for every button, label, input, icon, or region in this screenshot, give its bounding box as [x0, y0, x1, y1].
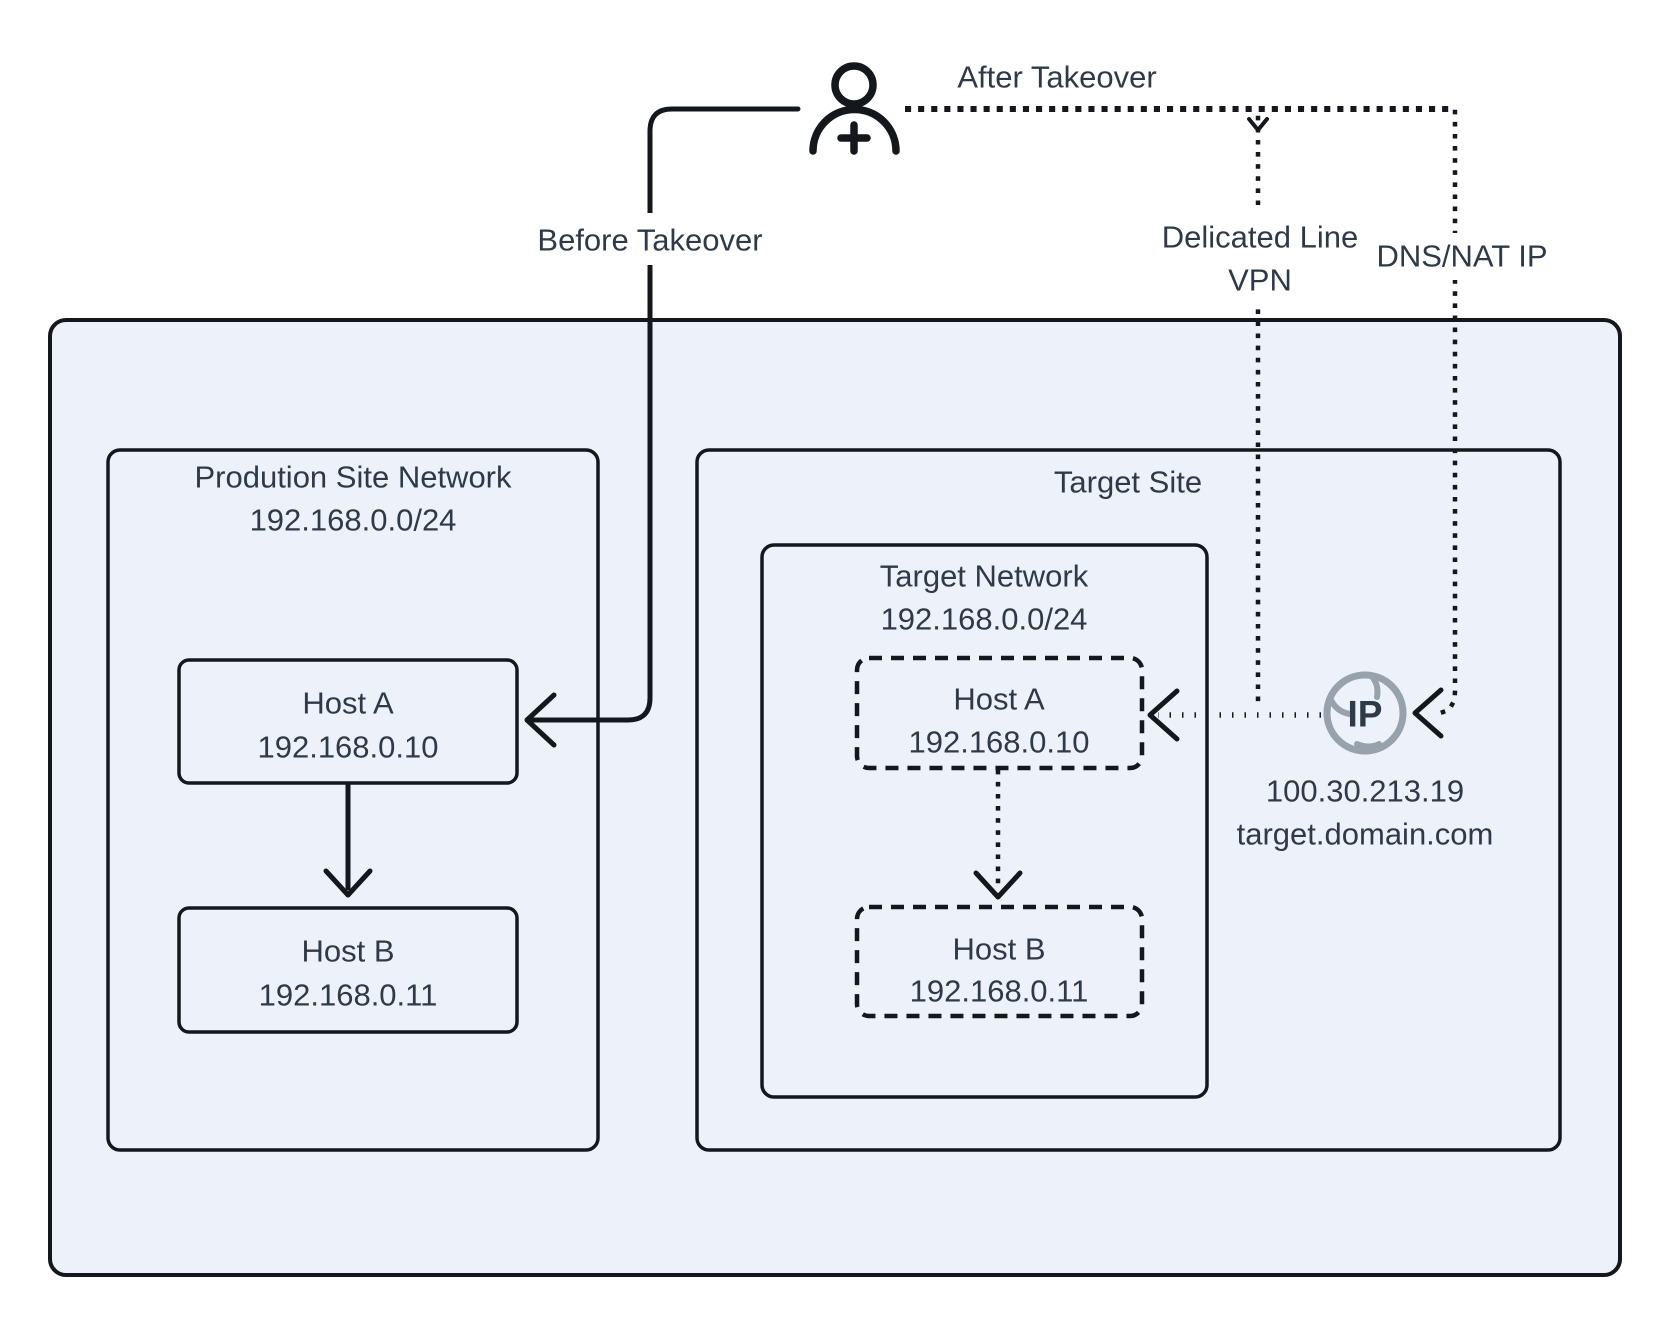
ip-icon-hook-left	[1328, 697, 1353, 717]
before-takeover-line	[524, 106, 801, 748]
ip-icon-label: IP	[1348, 694, 1383, 735]
production-host-b-ip: 192.168.0.11	[259, 978, 438, 1013]
dedicated-line-label: Delicated Line	[1162, 220, 1358, 255]
production-host-a-to-b-arrow	[323, 781, 373, 898]
arrowhead-down	[323, 868, 373, 898]
target-host-b-name: Host B	[952, 932, 1045, 967]
production-site-title: Prodution Site Network	[194, 460, 512, 495]
target-host-a-box	[854, 655, 1145, 771]
nat-to-target-host-a-arrow	[1147, 688, 1321, 742]
nat-public-ip: 100.30.213.19	[1266, 774, 1464, 809]
production-host-b-box	[177, 906, 519, 1034]
dns-nat-ip-label: DNS/NAT IP	[1376, 239, 1547, 274]
target-host-b-box	[854, 904, 1145, 1019]
target-host-a-name: Host A	[953, 682, 1045, 717]
dns-nat-line	[1412, 109, 1458, 739]
user-head	[831, 62, 877, 108]
production-site-subnet: 192.168.0.0/24	[250, 503, 457, 538]
target-host-a-ip: 192.168.0.10	[908, 725, 1089, 760]
ip-icon-hook-top	[1370, 675, 1381, 700]
arrowhead-into-ip-icon	[1412, 687, 1444, 739]
dns-nat-ip-label-bg	[1378, 233, 1546, 280]
ip-nat-icon: IP	[1323, 671, 1407, 755]
production-site-box	[106, 448, 600, 1152]
arrowhead-into-production-host-a	[524, 692, 557, 748]
target-host-b-ip: 192.168.0.11	[910, 974, 1089, 1009]
before-takeover-label: Before Takeover	[537, 223, 762, 258]
nat-domain: target.domain.com	[1237, 817, 1494, 852]
after-takeover-label: After Takeover	[957, 60, 1156, 95]
user-add-icon	[809, 62, 900, 155]
target-network-title: Target Network	[880, 559, 1089, 594]
vpn-label: VPN	[1228, 263, 1292, 298]
before-takeover-label-bg	[533, 213, 767, 265]
arrowhead-into-target-host-a	[1147, 688, 1180, 742]
ip-icon-hook-bottom	[1354, 741, 1382, 750]
target-site-title: Target Site	[1054, 465, 1202, 500]
target-network-subnet: 192.168.0.0/24	[881, 602, 1088, 637]
arrowhead-down-dotted	[973, 870, 1023, 900]
production-host-a-ip: 192.168.0.10	[257, 730, 438, 765]
production-host-b-name: Host B	[301, 934, 394, 969]
target-host-a-to-b-arrow	[973, 769, 1023, 900]
user-plus-icon	[837, 121, 871, 155]
user-shoulders	[809, 105, 900, 155]
vpn-label-bg	[1222, 257, 1298, 303]
dedicated-line-label-bg	[1158, 212, 1362, 262]
production-host-a-name: Host A	[302, 686, 394, 721]
production-host-a-box	[177, 658, 519, 785]
arrowhead-branch-down	[1247, 117, 1269, 132]
